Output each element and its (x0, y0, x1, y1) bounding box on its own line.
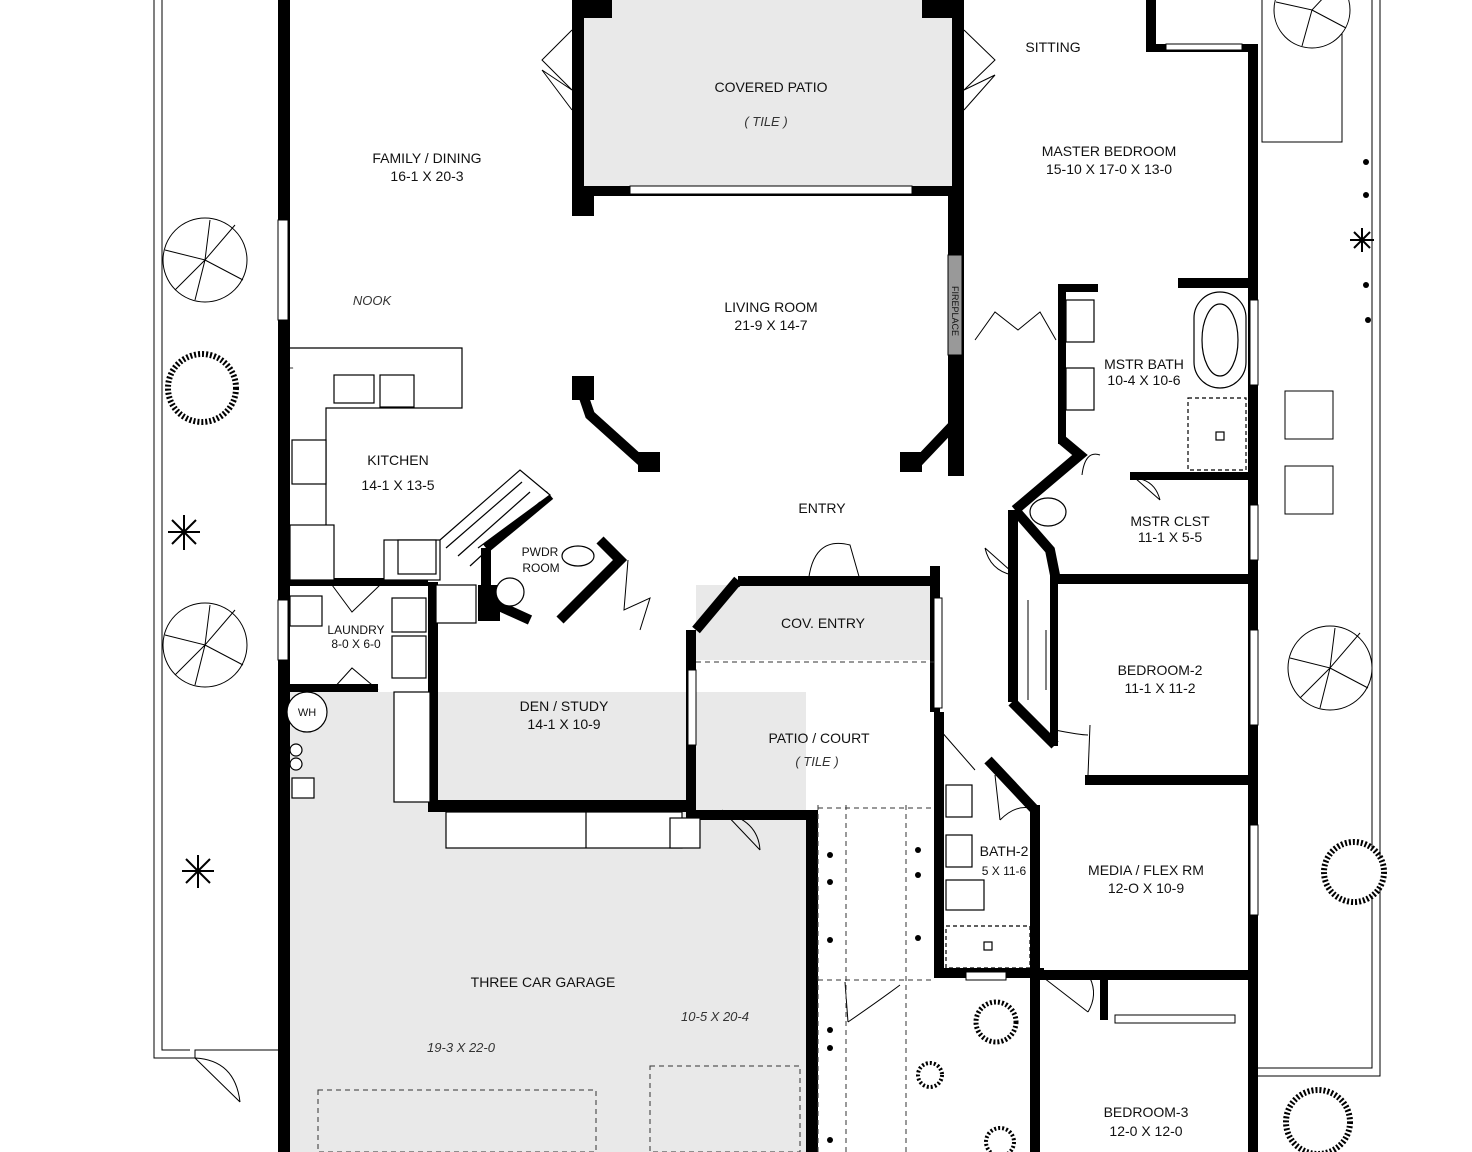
patio-court-note: ( TILE ) (795, 754, 838, 769)
water-heater-label: WH (298, 707, 316, 719)
laundry-fixtures (289, 584, 477, 679)
kitchen-counters (289, 347, 551, 581)
bath-2-dims: 5 X 11-6 (982, 864, 1027, 878)
laundry-dims: 8-0 X 6-0 (331, 637, 381, 651)
cov-entry-floor (696, 585, 936, 660)
master-bedroom-dims: 15-10 X 17-0 X 13-0 (1046, 161, 1172, 177)
powder-fixtures (495, 545, 595, 607)
bedroom-3-dims: 12-0 X 12-0 (1109, 1123, 1182, 1139)
kitchen-dims: 14-1 X 13-5 (361, 477, 434, 493)
wall-cap (478, 585, 500, 621)
bush-icon (984, 1126, 1016, 1152)
wall-cap (638, 452, 660, 472)
wall-cap (572, 190, 594, 216)
family-dining-dims: 16-1 X 20-3 (390, 168, 463, 184)
cov-entry-label: COV. ENTRY (781, 615, 866, 631)
closet-rods (1027, 600, 1047, 700)
nook-label: NOOK (353, 293, 393, 308)
bath-2-label: BATH-2 (980, 843, 1029, 859)
powder-room-label-2: ROOM (522, 561, 559, 575)
master-bath-dims: 10-4 X 10-6 (1107, 372, 1180, 388)
family-dining-label: FAMILY / DINING (372, 150, 481, 166)
master-bath-label: MSTR BATH (1104, 356, 1184, 372)
covered-patio-note: ( TILE ) (744, 114, 787, 129)
upper-right-planter (1261, 0, 1343, 143)
master-bath-fixtures (1029, 291, 1247, 527)
media-flex-dims: 12-O X 10-9 (1108, 880, 1184, 896)
master-closet-dims: 11-1 X 5-5 (1138, 529, 1203, 545)
master-closet-label: MSTR CLST (1130, 513, 1210, 529)
wall-cap (948, 230, 964, 250)
stepping-stone (1284, 390, 1334, 440)
garage-floor (288, 692, 806, 1152)
den-study-dims: 14-1 X 10-9 (527, 716, 600, 732)
den-study-label: DEN / STUDY (520, 698, 609, 714)
doors (331, 29, 1161, 1023)
living-room-label: LIVING ROOM (724, 299, 817, 315)
windows (277, 43, 1259, 1024)
garage-fixtures (286, 691, 701, 849)
flower-dots (827, 159, 1371, 1143)
entry-label: ENTRY (798, 500, 846, 516)
fireplace-label: FIREPLACE (950, 286, 960, 336)
star-plant-icon (168, 228, 1374, 888)
laundry-label: LAUNDRY (327, 623, 384, 637)
bush-icon (1321, 839, 1387, 905)
covered-patio-label: COVERED PATIO (714, 79, 827, 95)
bush-icon (1283, 1087, 1353, 1152)
media-flex-label: MEDIA / FLEX RM (1088, 862, 1204, 878)
right-yard-outline (1258, 0, 1373, 1069)
stepping-stone (1284, 465, 1334, 515)
bedroom-2-dims: 11-1 X 11-2 (1124, 680, 1195, 696)
patio-court-label: PATIO / COURT (768, 730, 870, 746)
left-yard-outline (153, 0, 278, 1059)
garage-label: THREE CAR GARAGE (471, 974, 616, 990)
kitchen-label: KITCHEN (367, 452, 428, 468)
left-yard-inner (161, 0, 190, 1051)
garage-dims-b: 19-3 X 22-0 (427, 1040, 496, 1055)
bush-icon (165, 351, 239, 425)
bush-icon (916, 1061, 944, 1089)
yard-gate-door (194, 1057, 241, 1103)
covered-patio-floor (582, 0, 962, 186)
sitting-label: SITTING (1025, 39, 1080, 55)
shrub-icon (162, 217, 248, 303)
shrub-icon (1273, 0, 1351, 49)
landscaping (162, 0, 1387, 1152)
powder-room-label: PWDR (522, 545, 559, 559)
shrub-icon (1287, 625, 1373, 711)
wall-cap (572, 376, 594, 400)
bedroom-3-label: BEDROOM-3 (1104, 1104, 1189, 1120)
shrub-icon (162, 602, 248, 688)
right-yard-inner (1258, 0, 1381, 1077)
bath-2-fixtures (945, 784, 1031, 969)
bedroom-2-label: BEDROOM-2 (1118, 662, 1203, 678)
living-room-dims: 21-9 X 14-7 (734, 317, 807, 333)
fireplace-hatch (947, 254, 963, 356)
master-bedroom-label: MASTER BEDROOM (1042, 143, 1177, 159)
wall-cap (900, 452, 922, 472)
garage-dims-a: 10-5 X 20-4 (681, 1009, 749, 1024)
bush-icon (973, 999, 1019, 1045)
